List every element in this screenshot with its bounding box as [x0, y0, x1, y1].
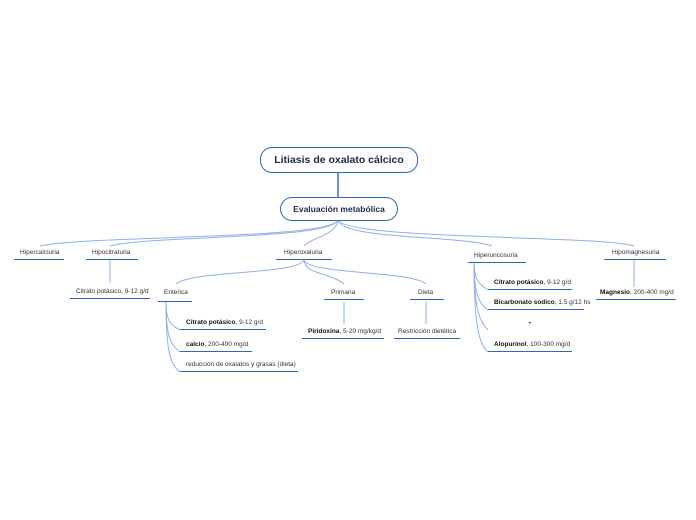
- primaria-item-piridoxina-name: Piridoxina: [308, 328, 340, 335]
- enterica-item-reduccion-underline: [180, 371, 298, 372]
- enterica-item-citrato-underline: [180, 329, 266, 330]
- primaria-item-piridoxina-underline: [302, 338, 384, 339]
- branch-hipocitraturia[interactable]: Hipocitraturia: [92, 249, 130, 257]
- primaria-item-piridoxina[interactable]: Piridoxina, 5-20 mg/kg/d: [308, 328, 381, 336]
- enterica-item-citrato-dose: , 9-12 g/d: [235, 319, 263, 326]
- branch-hipercalciuria[interactable]: Hipercalciuria: [20, 249, 59, 257]
- branch-hipomagnesuria-underline: [604, 259, 666, 260]
- hiperuricosuria-item-alopurinol-dose: , 100-300 mg/d: [526, 341, 571, 348]
- hipomagnesuria-item-magnesio[interactable]: Magnesio, 200-400 mg/d: [600, 289, 674, 297]
- hiperuricosuria-item-citrato[interactable]: Citrato potásico, 9-12 g/d: [494, 279, 571, 287]
- enterica-item-calcio-underline: [180, 351, 252, 352]
- hiperoxaluria-dieta[interactable]: Dieta: [418, 289, 433, 297]
- enterica-item-citrato-name: Citrato potásico: [186, 319, 236, 326]
- branch-hipocitraturia-label: Hipocitraturia: [92, 249, 131, 256]
- branch-hiperoxaluria[interactable]: Hiperoxaluria: [284, 249, 322, 257]
- evaluation-topic-label: Evaluación metabólica: [293, 204, 385, 214]
- enterica-item-reduccion-text: reducción de oxalatos y grasas (dieta): [186, 361, 296, 368]
- branch-hiperuricosuria-label: Hiperuricosuria: [474, 252, 518, 259]
- root-topic[interactable]: Litiasis de oxalato cálcico: [260, 147, 418, 173]
- hiperoxaluria-enterica-label: Entérica: [164, 289, 188, 296]
- root-topic-label: Litiasis de oxalato cálcico: [274, 154, 404, 166]
- branch-hipomagnesuria-label: Hipomagnesuria: [612, 249, 660, 256]
- hipocitraturia-citrato-underline: [70, 298, 150, 299]
- hiperuricosuria-item-bicarbonato-underline: [488, 309, 584, 310]
- evaluation-topic[interactable]: Evaluación metabólica: [280, 197, 398, 221]
- hiperuricosuria-item-plus-text: +: [528, 320, 532, 327]
- hiperuricosuria-item-bicarbonato-dose: , 1.5 g/12 hs: [554, 299, 591, 306]
- branch-hipocitraturia-underline: [86, 259, 138, 260]
- branch-hipomagnesuria[interactable]: Hipomagnesuria: [612, 249, 659, 257]
- hiperoxaluria-enterica-underline: [158, 301, 192, 302]
- dieta-item-restriccion[interactable]: Restricción dietética: [398, 328, 456, 336]
- hiperoxaluria-dieta-underline: [410, 299, 444, 300]
- hipocitraturia-citrato[interactable]: Citrato potásico, 9-12 g/d: [76, 288, 149, 296]
- hiperuricosuria-item-bicarbonato-name: Bicarbonato sodico: [494, 299, 555, 306]
- hipomagnesuria-item-magnesio-underline: [596, 299, 676, 300]
- branch-hipercalciuria-label: Hipercalciuria: [20, 249, 60, 256]
- dieta-item-restriccion-text: Restricción dietética: [398, 328, 457, 335]
- branch-hiperuricosuria-underline: [468, 262, 526, 263]
- hiperuricosuria-item-alopurinol-underline: [488, 351, 572, 352]
- dieta-item-restriccion-underline: [394, 338, 460, 339]
- hiperoxaluria-primaria-label: Primaria: [331, 289, 356, 296]
- hiperuricosuria-item-alopurinol[interactable]: Alopurinol, 100-300 mg/d: [494, 341, 570, 349]
- hiperuricosuria-item-citrato-dose: , 9-12 g/d: [543, 279, 571, 286]
- enterica-item-citrato[interactable]: Citrato potásico, 9-12 g/d: [186, 319, 263, 327]
- hiperuricosuria-item-plus[interactable]: +: [528, 320, 532, 328]
- hiperuricosuria-item-bicarbonato[interactable]: Bicarbonato sodico, 1.5 g/12 hs: [494, 299, 590, 307]
- hiperuricosuria-item-alopurinol-name: Alopurinol: [494, 341, 527, 348]
- hiperoxaluria-primaria[interactable]: Primaria: [331, 289, 355, 297]
- enterica-item-calcio-dose: , 200-400 mg/d: [204, 341, 249, 348]
- enterica-item-reduccion[interactable]: reducción de oxalatos y grasas (dieta): [186, 361, 296, 369]
- hipomagnesuria-item-magnesio-name: Magnesio: [600, 289, 630, 296]
- hiperoxaluria-enterica[interactable]: Entérica: [164, 289, 188, 297]
- hipomagnesuria-item-magnesio-dose: , 200-400 mg/d: [629, 289, 674, 296]
- branch-hiperoxaluria-label: Hiperoxaluria: [284, 249, 323, 256]
- hiperoxaluria-primaria-underline: [324, 299, 364, 300]
- branch-hipercalciuria-underline: [14, 259, 64, 260]
- branch-hiperoxaluria-underline: [276, 259, 332, 260]
- branch-hiperuricosuria[interactable]: Hiperuricosuria: [474, 252, 518, 260]
- enterica-item-calcio[interactable]: calcio, 200-400 mg/d: [186, 341, 248, 349]
- primaria-item-piridoxina-dose: , 5-20 mg/kg/d: [339, 328, 381, 335]
- enterica-item-calcio-name: calcio: [186, 341, 205, 348]
- hiperoxaluria-dieta-label: Dieta: [418, 289, 434, 296]
- hiperuricosuria-item-citrato-underline: [488, 289, 572, 290]
- hiperuricosuria-item-citrato-name: Citrato potásico: [494, 279, 544, 286]
- hipocitraturia-citrato-label: Citrato potásico, 9-12 g/d: [76, 288, 149, 295]
